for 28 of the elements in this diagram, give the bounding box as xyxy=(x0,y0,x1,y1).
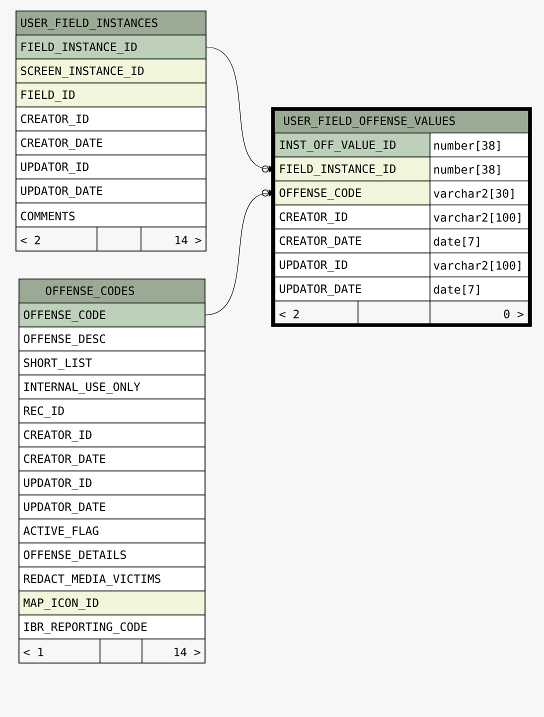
column-row: FIELD_ID xyxy=(16,82,206,108)
column-row: REDACT_MEDIA_VICTIMS xyxy=(18,566,206,592)
table-footer: < 1 14 > xyxy=(18,638,206,664)
column-row: COMMENTS xyxy=(16,202,206,228)
column-row: ACTIVE_FLAG xyxy=(18,518,206,544)
column-row: UPDATOR_DATE xyxy=(18,494,206,520)
column-row: IBR_REPORTING_CODE xyxy=(18,614,206,640)
column-row: CREATOR_ID xyxy=(16,106,206,132)
column-row: OFFENSE_CODE xyxy=(18,302,206,328)
column-row: UPDATOR_ID xyxy=(18,470,206,496)
column-row: SCREEN_INSTANCE_ID xyxy=(16,58,206,84)
table-footer: < 2 14 > xyxy=(16,226,206,252)
column-row: SHORT_LIST xyxy=(18,350,206,376)
column-row: CREATOR_DATE xyxy=(16,130,206,156)
column-row: OFFENSE_CODE varchar2[30] xyxy=(274,180,529,206)
column-row: CREATOR_ID xyxy=(18,422,206,448)
column-row: MAP_ICON_ID xyxy=(18,590,206,616)
column-row: REC_ID xyxy=(18,398,206,424)
column-row: INST_OFF_VALUE_ID number[38] xyxy=(274,132,529,158)
column-row: INTERNAL_USE_ONLY xyxy=(18,374,206,400)
column-row: OFFENSE_DETAILS xyxy=(18,542,206,568)
column-row: UPDATOR_DATE xyxy=(16,178,206,204)
column-row: FIELD_INSTANCE_ID number[38] xyxy=(274,156,529,182)
column-row: CREATOR_DATE xyxy=(18,446,206,472)
table-footer: < 2 0 > xyxy=(274,300,529,326)
column-row: FIELD_INSTANCE_ID xyxy=(16,34,206,60)
column-row: UPDATOR_ID xyxy=(16,154,206,180)
column-row: OFFENSE_DESC xyxy=(18,326,206,352)
